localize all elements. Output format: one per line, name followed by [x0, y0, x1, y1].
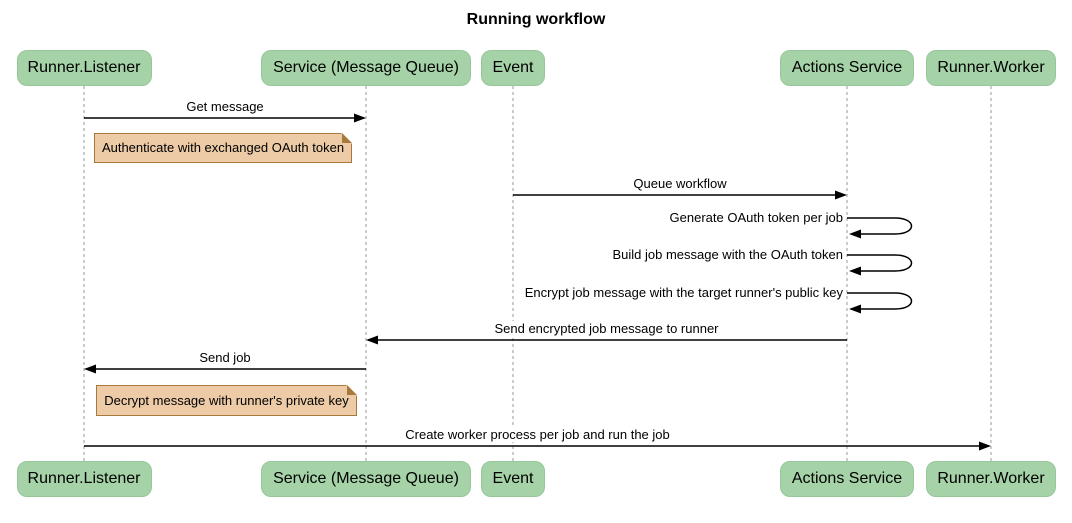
message-label: Queue workflow: [630, 176, 730, 191]
diagram-title: Running workflow: [466, 11, 606, 28]
note-fold-flap-icon: [347, 385, 357, 395]
participant-runner-worker-top: Runner.Worker: [926, 50, 1056, 86]
self-message-loop: [847, 292, 913, 310]
self-message-label: Generate OAuth token per job: [669, 210, 843, 225]
message-arrowhead: [835, 190, 847, 200]
participant-actions-service-bottom: Actions Service: [780, 461, 914, 497]
note: Authenticate with exchanged OAuth token: [94, 133, 352, 163]
participant-runner-worker-bottom: Runner.Worker: [926, 461, 1056, 497]
message-label: Get message: [183, 99, 267, 114]
participant-event-top: Event: [481, 50, 545, 86]
note-label: Authenticate with exchanged OAuth token: [101, 140, 345, 155]
message-arrowhead: [366, 335, 378, 345]
message-arrowhead: [979, 441, 991, 451]
participant-actions-service-top: Actions Service: [780, 50, 914, 86]
participant-event-bottom: Event: [481, 461, 545, 497]
note-label: Decrypt message with runner's private ke…: [104, 393, 349, 408]
message-label: Create worker process per job and run th…: [402, 427, 673, 442]
message-label: Send encrypted job message to runner: [491, 321, 722, 336]
message-label: Send job: [196, 350, 254, 365]
self-message-label: Build job message with the OAuth token: [612, 247, 843, 262]
self-message-arrowhead: [849, 229, 861, 239]
self-message-arrowhead: [849, 266, 861, 276]
self-message-loop: [847, 217, 913, 235]
message-arrowhead: [84, 364, 96, 374]
participant-service-message-queue-top: Service (Message Queue): [261, 50, 471, 86]
participant-service-message-queue-bottom: Service (Message Queue): [261, 461, 471, 497]
self-message-loop: [847, 254, 913, 272]
self-message-arrowhead: [849, 304, 861, 314]
participant-runner-listener-bottom: Runner.Listener: [16, 461, 152, 497]
participant-runner-listener-top: Runner.Listener: [16, 50, 152, 86]
note-fold-flap-icon: [342, 133, 352, 143]
self-message-label: Encrypt job message with the target runn…: [524, 285, 843, 300]
note: Decrypt message with runner's private ke…: [96, 385, 357, 416]
message-arrowhead: [354, 113, 366, 123]
